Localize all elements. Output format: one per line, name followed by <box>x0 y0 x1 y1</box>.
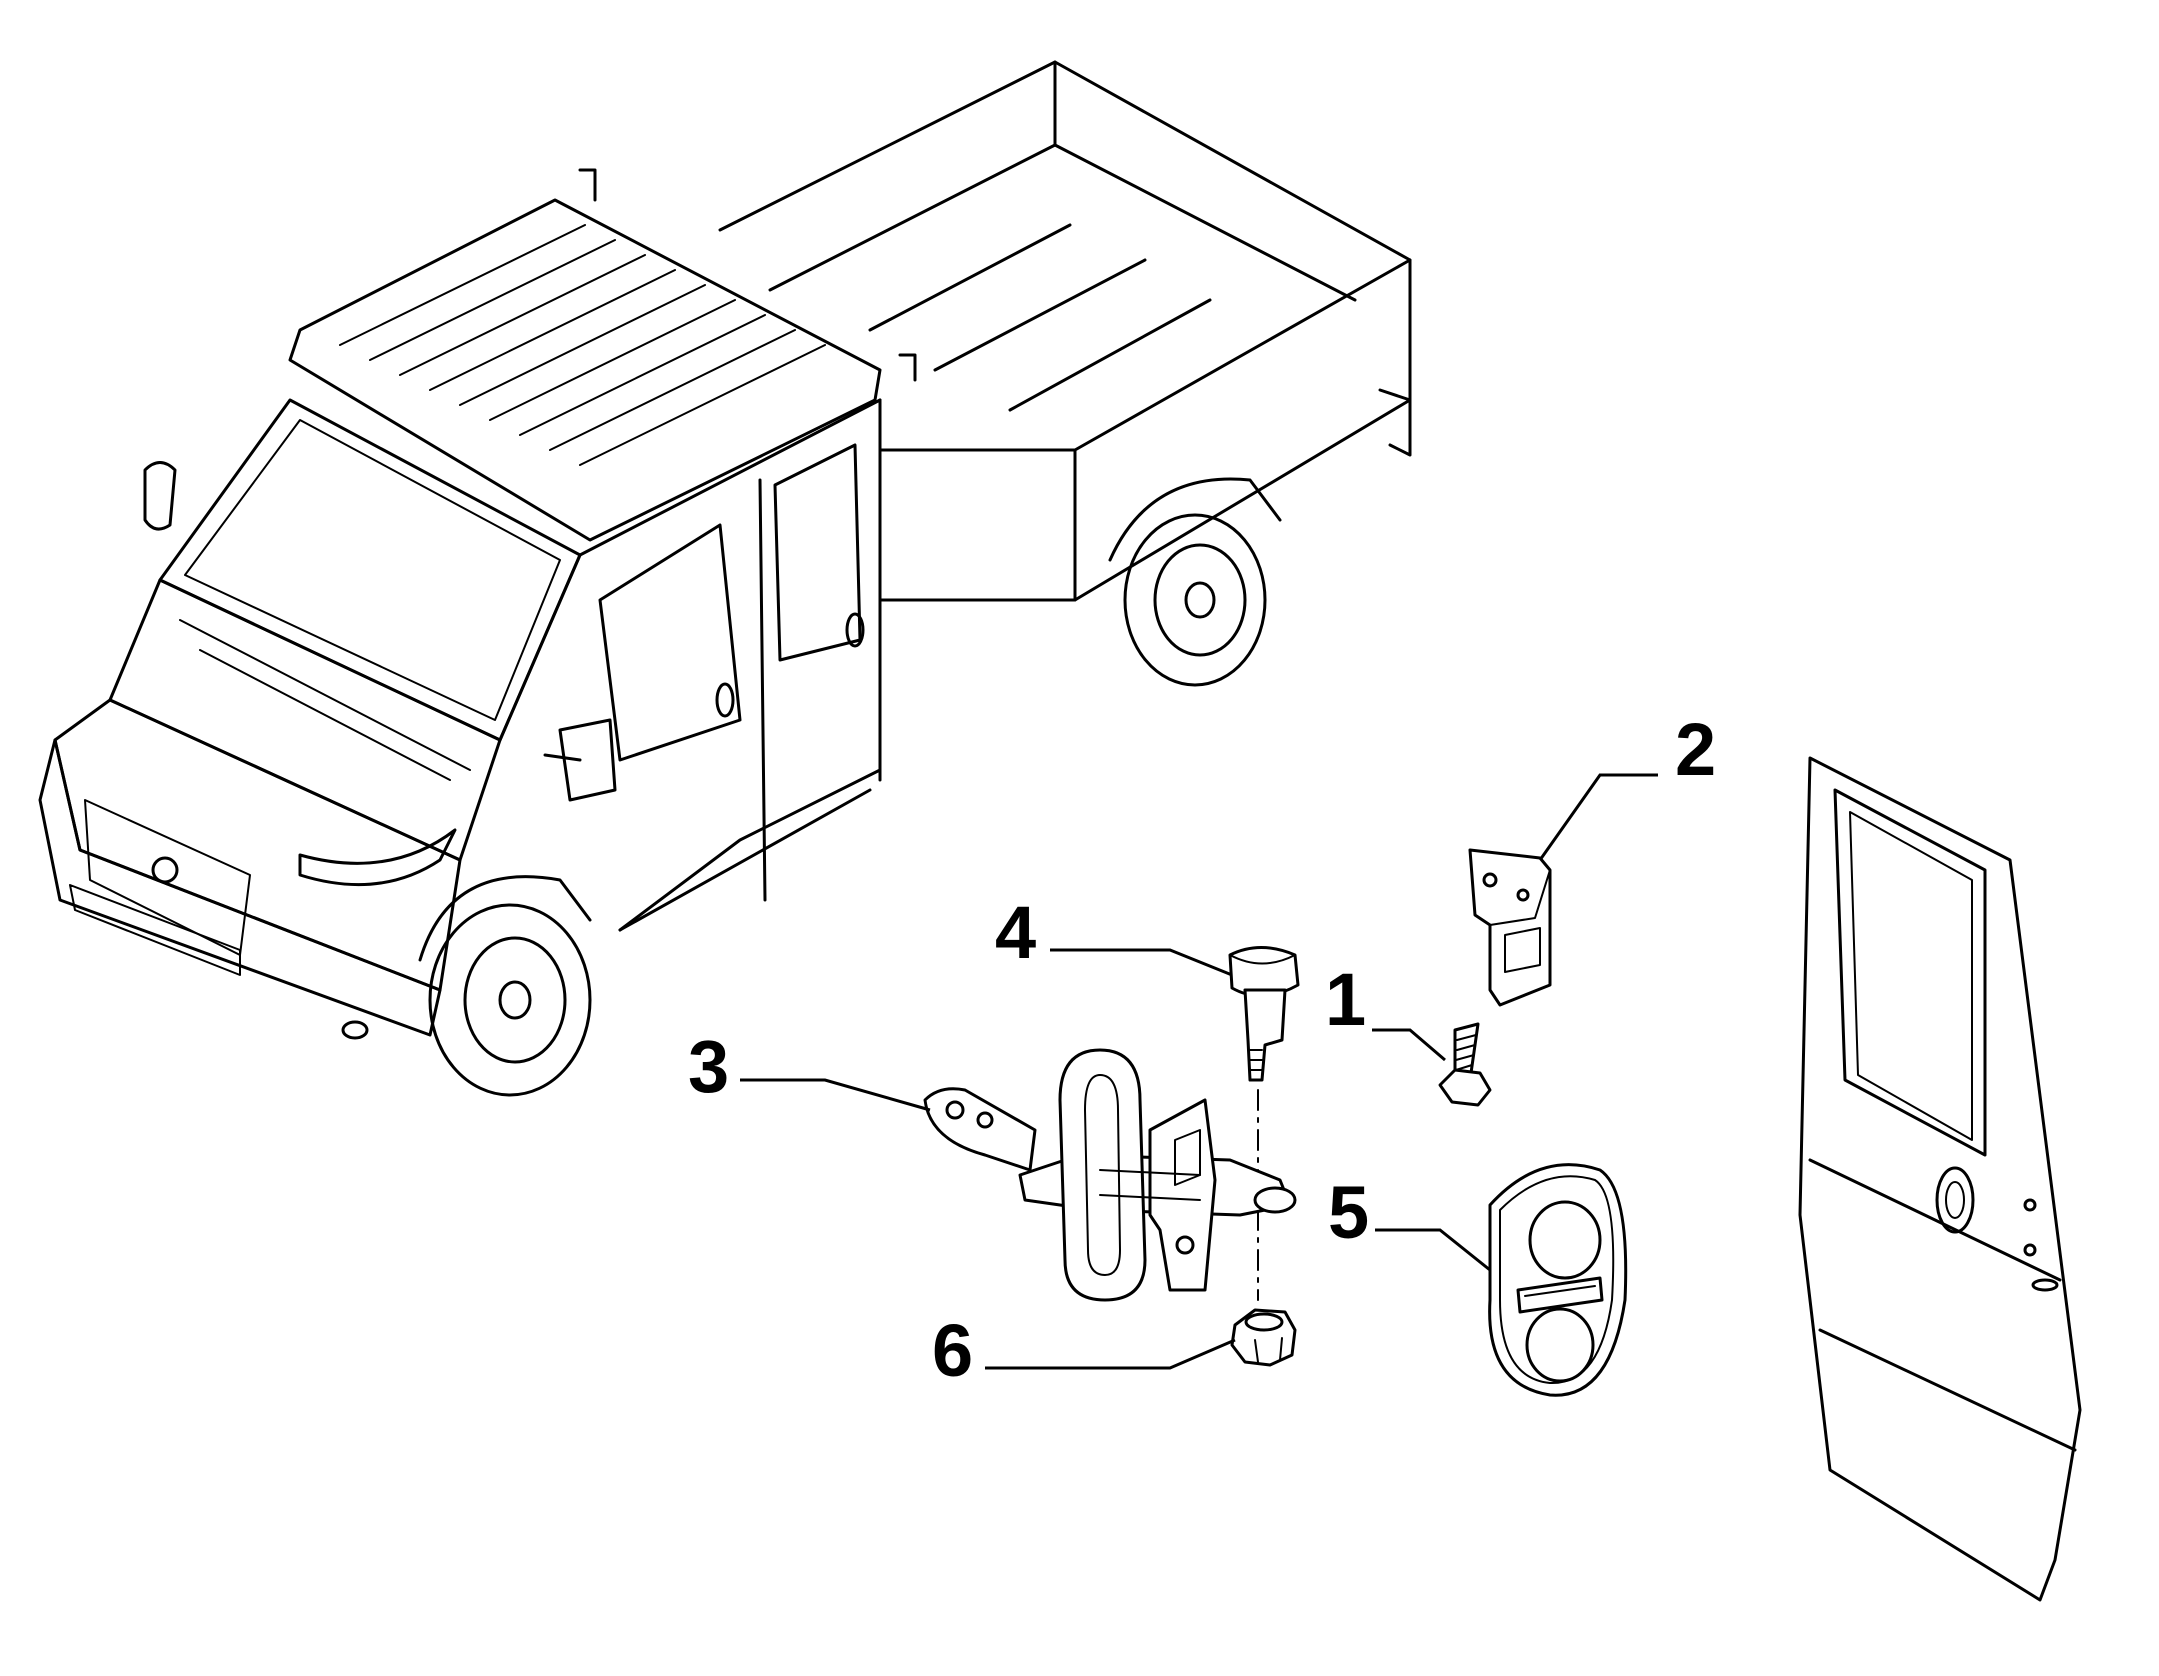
leader-5 <box>1375 1228 1491 1272</box>
leader-3 <box>740 1078 931 1112</box>
vehicle-illustration <box>38 60 1412 1097</box>
callout-6: 6 <box>932 1309 973 1392</box>
leader-2 <box>1538 773 1658 861</box>
flatbed <box>718 60 1412 687</box>
cab-roof <box>288 168 917 542</box>
callout-4: 4 <box>995 891 1036 974</box>
part-4-pin <box>1228 946 1300 1301</box>
part-3-door-check <box>923 1048 1297 1302</box>
part-1-bolt <box>1438 1022 1492 1107</box>
callout-3: 3 <box>688 1025 729 1108</box>
callout-2: 2 <box>1675 708 1716 791</box>
part-5-buffer <box>1488 1163 1628 1397</box>
callout-1: 1 <box>1325 958 1366 1041</box>
cab-body <box>38 398 882 1097</box>
leader-6 <box>985 1338 1236 1370</box>
callout-5: 5 <box>1328 1171 1369 1254</box>
part-6-nut <box>1230 1308 1297 1367</box>
door-panel <box>1798 756 2082 1602</box>
leader-1 <box>1372 1028 1446 1062</box>
callout-numbers: 1 2 3 4 5 6 <box>688 708 1716 1392</box>
leader-4 <box>1050 948 1233 977</box>
leader-lines <box>740 773 1658 1370</box>
part-2-bracket <box>1468 848 1552 1007</box>
